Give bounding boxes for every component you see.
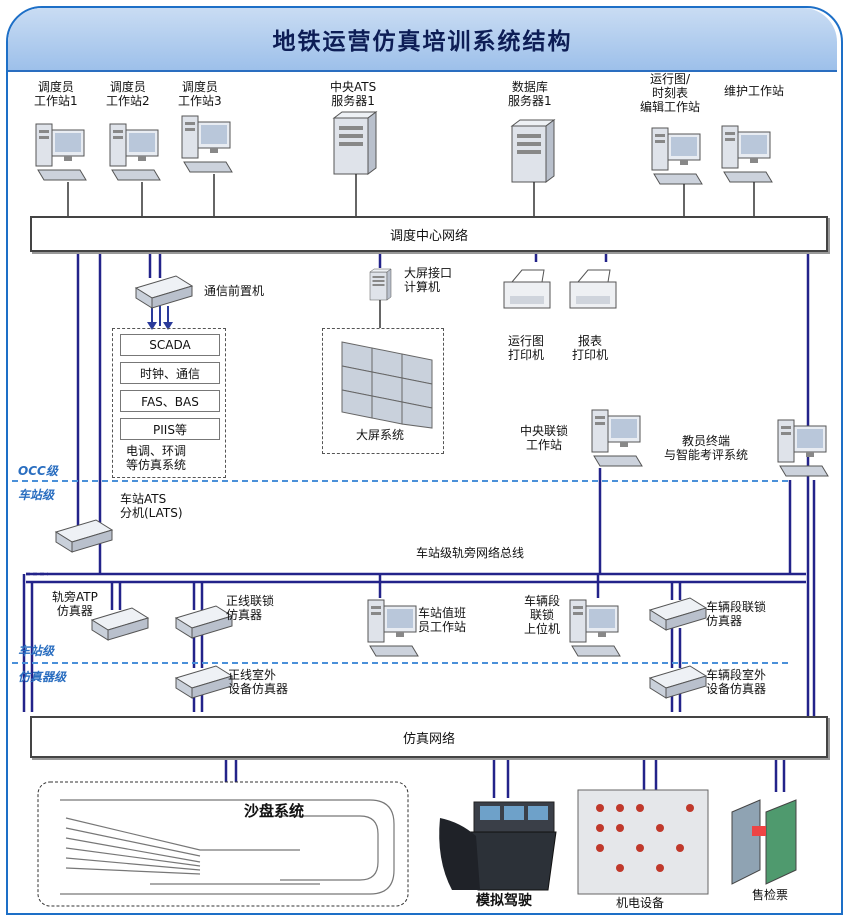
subsystem-item: 时钟、通信 <box>120 362 220 384</box>
dispatcher-ws1-label: 调度员工作站1 <box>34 80 78 108</box>
sim-network-label: 仿真网络 <box>402 731 455 747</box>
printer1-label: 运行图打印机 <box>508 334 545 362</box>
dispatcher-ws3-label: 调度员工作站3 <box>178 80 222 108</box>
router-icon <box>55 519 113 553</box>
bigscreen-box <box>322 328 444 454</box>
subsystem-item: PIIS等 <box>120 418 220 440</box>
server-icon <box>369 268 392 301</box>
subsystem-note: 电调、环调等仿真系统 <box>126 444 187 472</box>
subsystem-box <box>112 328 226 478</box>
bigscreen-iface-label: 大屏接口计算机 <box>404 266 453 294</box>
title-bar: 地铁运营仿真培训系统结构 <box>8 8 837 72</box>
depot-interlock-label: 车辆段联锁仿真器 <box>706 600 767 628</box>
computer-icon <box>591 409 643 467</box>
ticket-gate-icon <box>731 799 797 885</box>
tier-divider <box>12 480 788 482</box>
dispatch-network-label: 调度中心网络 <box>389 228 468 244</box>
dispatcher-ws2-label: 调度员工作站2 <box>106 80 150 108</box>
driving-cab-icon <box>439 801 557 891</box>
control-panel-icon <box>577 789 709 895</box>
tier-occ: OCC级 <box>18 464 58 478</box>
printer-icon <box>503 269 551 309</box>
subsystem-item: FAS、BAS <box>120 390 220 412</box>
subsystem-item: SCADA <box>120 334 220 356</box>
track-layout-icon <box>60 799 395 895</box>
computer-icon <box>109 123 161 181</box>
computer-icon <box>35 123 87 181</box>
sandtable-label: 沙盘系统 <box>244 802 305 820</box>
tier-simulator: 仿真器级 <box>18 670 67 684</box>
sandtable-frame <box>37 781 409 907</box>
router-icon <box>175 665 233 699</box>
mainline-outdoor-label: 正线室外设备仿真器 <box>228 668 289 696</box>
printer2-label: 报表打印机 <box>572 334 609 362</box>
computer-icon <box>777 419 829 477</box>
router-icon <box>175 605 233 639</box>
server-icon <box>333 111 377 175</box>
electromech-label: 机电设备 <box>616 896 665 910</box>
computer-icon <box>367 599 419 657</box>
db-server-label: 数据库服务器1 <box>508 80 552 108</box>
mainline-interlock-label: 正线联锁仿真器 <box>226 594 275 622</box>
driving-label: 模拟驾驶 <box>476 893 532 909</box>
diagram-title: 地铁运营仿真培训系统结构 <box>272 29 573 55</box>
computer-icon <box>721 125 773 183</box>
station-duty-label: 车站值班员工作站 <box>418 606 467 634</box>
dispatch-network-bar: 调度中心网络 <box>30 216 828 252</box>
sim-network-bar: 仿真网络 <box>30 716 828 758</box>
depot-host-label: 车辆段联锁上位机 <box>524 594 561 636</box>
printer-icon <box>569 269 617 309</box>
router-icon <box>135 275 193 309</box>
ticketing-label: 售检票 <box>752 888 789 902</box>
server-icon <box>511 119 555 183</box>
computer-icon <box>569 599 621 657</box>
video-wall-icon <box>341 341 433 429</box>
router-icon <box>649 665 707 699</box>
central-interlock-label: 中央联锁工作站 <box>520 424 569 452</box>
router-icon <box>649 597 707 631</box>
tier-station: 车站级 <box>18 488 55 502</box>
station-bus-label: 车站级轨旁网络总线 <box>416 546 525 560</box>
computer-icon <box>651 127 703 185</box>
router-icon <box>91 607 149 641</box>
bigscreen-label: 大屏系统 <box>356 428 405 442</box>
tier-divider <box>12 662 788 664</box>
maintenance-ws-label: 维护工作站 <box>724 84 785 98</box>
tier-station-2: 车站级 <box>18 644 55 658</box>
computer-icon <box>181 115 233 173</box>
depot-outdoor-label: 车辆段室外设备仿真器 <box>706 668 767 696</box>
instructor-label: 教员终端与智能考评系统 <box>664 434 749 462</box>
timetable-ws-label: 运行图/时刻表编辑工作站 <box>640 72 701 114</box>
fep-label: 通信前置机 <box>204 284 265 298</box>
